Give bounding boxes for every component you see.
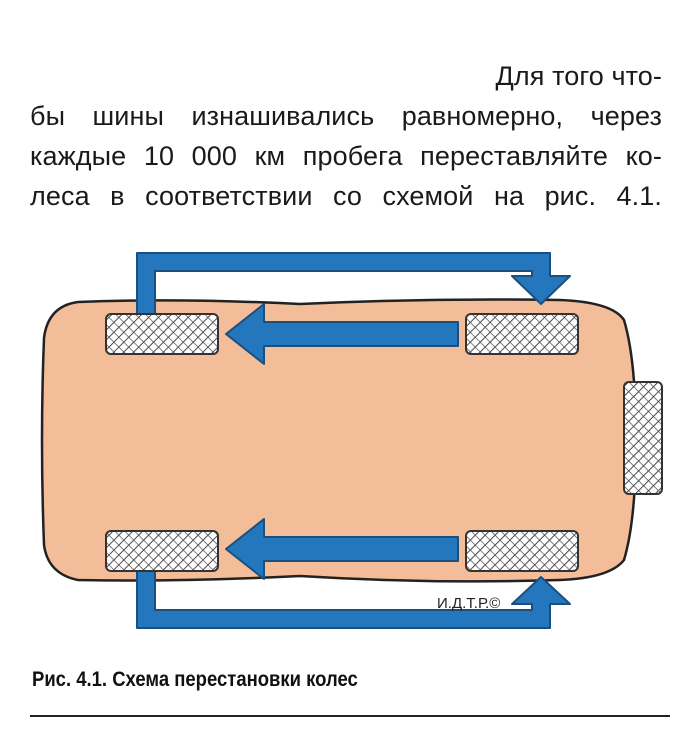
spare-tire [623, 381, 663, 495]
top-rotation-path [136, 252, 571, 319]
rear-right-tire [105, 530, 219, 572]
top-left-arrow [225, 303, 459, 365]
figure-caption: Рис. 4.1. Схема перестановки колес [32, 668, 358, 691]
bottom-left-arrow [225, 518, 459, 580]
bottom-rotation-path [136, 561, 571, 629]
paragraph-line-2: бы шины изнашивались равномерно, через [30, 101, 662, 131]
diagram-watermark: И.Д.Т.Р.© [437, 595, 500, 612]
rear-left-tire [105, 313, 219, 355]
front-left-tire [465, 313, 579, 355]
paragraph-line-1: Для того что- [495, 61, 662, 91]
front-right-tire [465, 530, 579, 572]
instruction-paragraph: Для того что- бы шины изнашивались равно… [30, 56, 662, 216]
car-body [40, 298, 638, 583]
caption-divider [30, 715, 670, 717]
paragraph-line-4: леса в соответствии со схемой на рис. 4.… [30, 181, 662, 211]
paragraph-line-3: каждые 10 000 км пробега переставляйте к… [30, 141, 662, 171]
